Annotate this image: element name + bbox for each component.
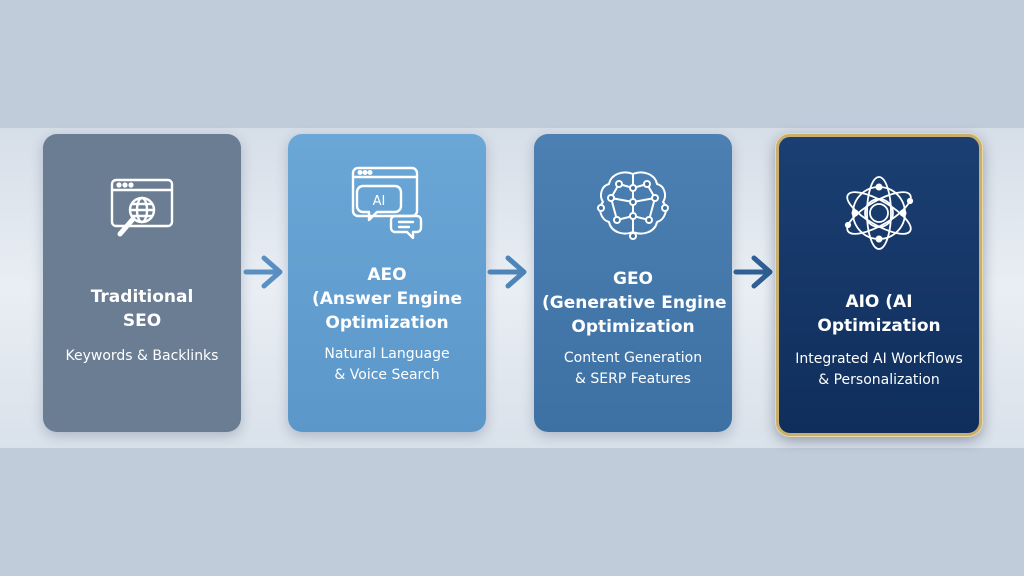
stage-title: GEO (Generative Engine Optimization — [542, 269, 727, 337]
stage-description: Natural Language & Voice Search — [324, 346, 450, 383]
stage-title: Traditional SEO — [90, 287, 194, 331]
stage-description: Integrated AI Workflows & Personalizatio… — [795, 351, 963, 388]
arrow-right-icon — [242, 250, 286, 299]
svg-text:AI: AI — [373, 194, 386, 209]
stage-title: AEO (Answer Engine Optimization — [311, 265, 463, 333]
arrow-right-icon — [732, 250, 776, 299]
ai-chat-icon: AI — [349, 164, 425, 247]
arrow-right-icon — [486, 250, 530, 299]
stage-card-aeo: AI AEO (Answer Engine Optimization Natur… — [288, 134, 486, 432]
brain-network-icon — [593, 164, 673, 249]
stage-card-traditional-seo: Traditional SEO Keywords & Backlinks — [43, 134, 241, 432]
browser-search-icon — [106, 174, 178, 251]
atom-orbit-icon — [837, 171, 921, 260]
stage-title: AIO (AI Optimization — [817, 292, 941, 336]
stage-description: Content Generation & SERP Features — [563, 350, 703, 387]
stage-description: Keywords & Backlinks — [65, 348, 219, 364]
stage-card-geo: GEO (Generative Engine Optimization Cont… — [534, 134, 732, 432]
stage-card-aio: AIO (AI Optimization Integrated AI Workf… — [776, 134, 982, 436]
